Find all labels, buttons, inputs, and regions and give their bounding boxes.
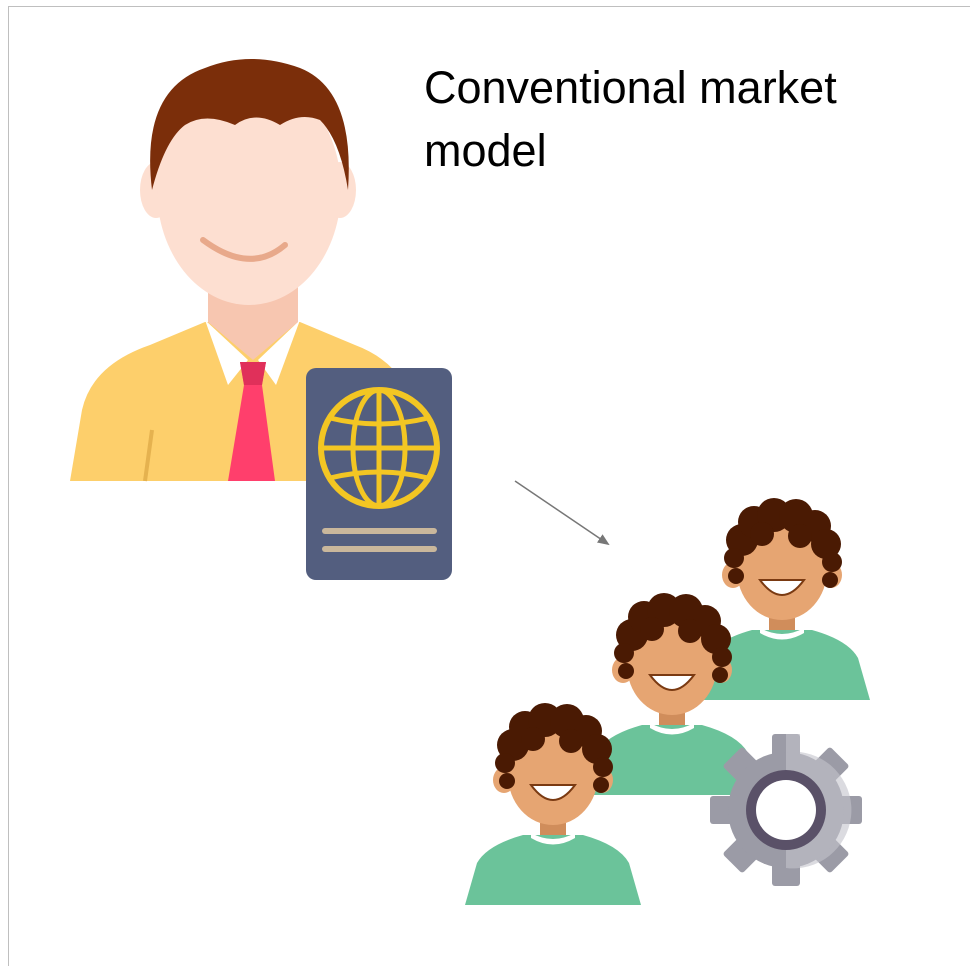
page-title: Conventional market model: [424, 62, 837, 176]
passport-icon: [306, 368, 452, 580]
arrow-icon: [514, 480, 610, 546]
gear-icon: [710, 734, 862, 886]
